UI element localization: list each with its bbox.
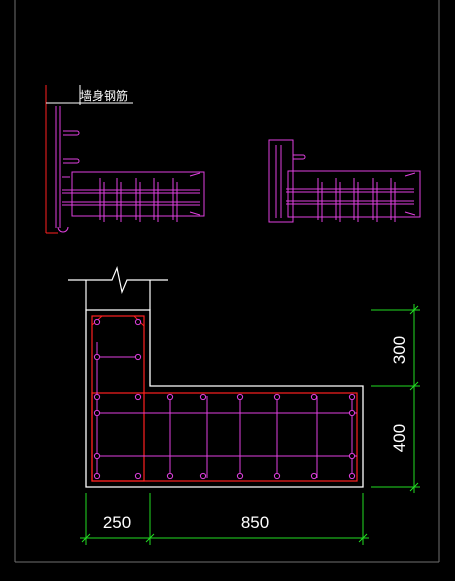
dimension-400: 400 xyxy=(390,424,409,452)
wall-rebar-detail: 墙身钢筋 xyxy=(45,85,205,234)
dimension-vertical xyxy=(371,304,420,493)
l-section-reinforcement xyxy=(91,315,358,482)
dimension-horizontal xyxy=(80,493,369,545)
viewport-frame xyxy=(14,0,440,563)
dimension-250: 250 xyxy=(103,513,131,532)
column-rebar-detail xyxy=(268,139,421,223)
l-section-outline xyxy=(68,265,364,488)
wall-rebar-label: 墙身钢筋 xyxy=(80,88,128,103)
dimension-850: 850 xyxy=(241,513,269,532)
dimension-300: 300 xyxy=(390,336,409,364)
